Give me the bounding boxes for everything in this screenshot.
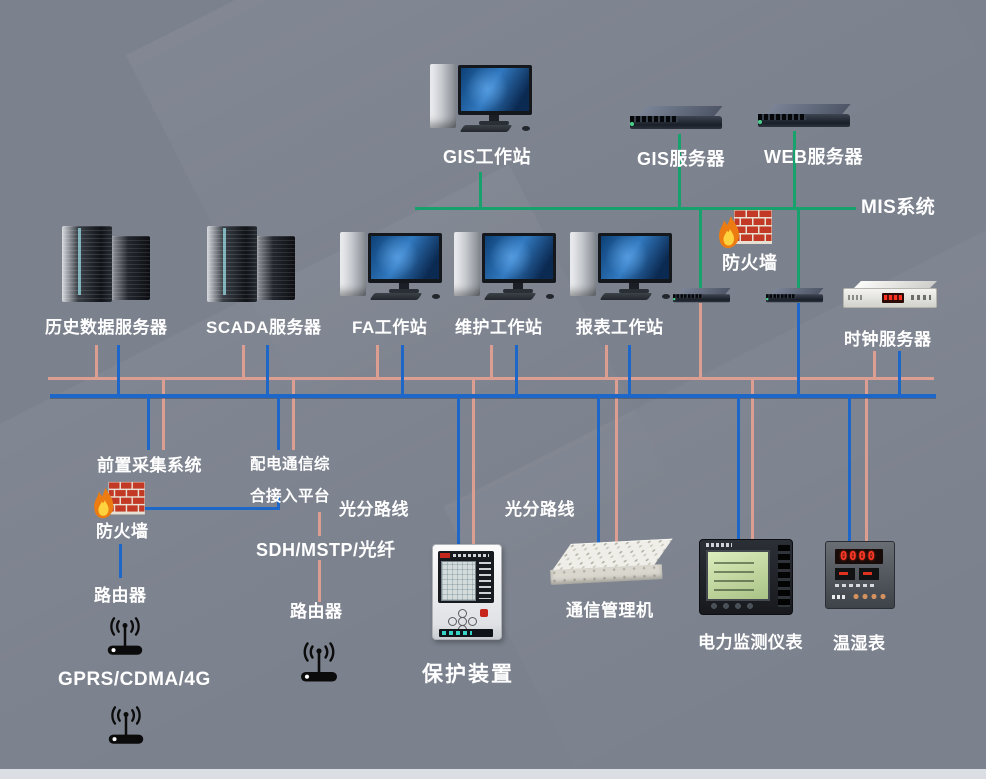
connection-line <box>848 398 851 543</box>
connection-line <box>401 345 404 395</box>
label-gis-workstation: GIS工作站 <box>443 147 532 167</box>
connection-line <box>515 345 518 395</box>
label-comm-manager: 通信管理机 <box>566 601 654 620</box>
lan-switch-icon <box>766 288 824 303</box>
mis-bus-green <box>415 207 856 210</box>
keyboard <box>459 125 513 132</box>
platform-firewall-link <box>277 496 280 510</box>
label-temp-meter: 温湿表 <box>833 634 886 653</box>
label-firewall-top: 防火墙 <box>722 253 778 273</box>
label-protection-device: 保护装置 <box>422 663 514 686</box>
label-power-meter: 电力监测仪表 <box>698 633 803 652</box>
firewall-icon <box>94 481 145 519</box>
link-switch-left <box>699 209 702 291</box>
connection-line <box>472 380 475 545</box>
protection-device-icon <box>432 544 502 640</box>
connection-line <box>147 398 150 450</box>
power-meter-icon <box>699 539 793 615</box>
wireless-router-icon <box>107 617 143 655</box>
gis-server-icon <box>630 106 723 130</box>
bus-orange <box>48 377 934 380</box>
monitor <box>458 65 532 115</box>
firewall-router-link <box>119 544 122 578</box>
background-streak <box>126 0 986 430</box>
wireless-router-icon <box>301 642 337 682</box>
label-report-workstation: 报表工作站 <box>576 318 664 337</box>
connection-line <box>277 398 280 450</box>
connection-line <box>615 380 618 545</box>
label-mis-system: MIS系统 <box>861 197 936 218</box>
connection-line <box>605 345 608 378</box>
bus-blue <box>50 394 936 398</box>
label-gprs: GPRS/CDMA/4G <box>58 669 211 690</box>
link-switch-right <box>797 209 800 291</box>
report-workstation-icon <box>568 230 674 302</box>
connection-line <box>873 351 876 378</box>
connection-line <box>751 380 754 540</box>
label-clock-server: 时钟服务器 <box>844 330 932 349</box>
connection-line <box>628 345 631 395</box>
maintenance-workstation-icon <box>452 230 558 302</box>
label-maintenance-workstation: 维护工作站 <box>455 318 543 337</box>
platform-firewall-link <box>144 507 280 510</box>
connection-line <box>797 303 800 395</box>
label-router-left: 路由器 <box>94 586 147 605</box>
connection-line <box>490 345 493 378</box>
connection-line <box>457 398 460 545</box>
label-gis-server: GIS服务器 <box>637 149 726 169</box>
lan-switch-icon <box>673 288 731 303</box>
connection-line <box>898 351 901 395</box>
gis-workstation-icon <box>428 62 534 134</box>
mouse <box>522 126 530 131</box>
connection-line <box>292 380 295 450</box>
link-gis-server <box>678 134 681 209</box>
label-front-acquisition: 前置采集系统 <box>97 456 202 475</box>
connection-line <box>117 345 120 395</box>
firewall-icon <box>719 210 772 248</box>
label-sdh: SDH/MSTP/光纤 <box>256 540 396 560</box>
connection-line <box>162 380 165 450</box>
connection-line <box>737 398 740 540</box>
label-dist-comm-platform: 配电通信综 合接入平台 <box>250 456 331 505</box>
fa-workstation-icon <box>338 230 444 302</box>
label-web-server: WEB服务器 <box>764 147 863 167</box>
sdh-line <box>318 512 321 536</box>
label-scada-server: SCADA服务器 <box>206 318 322 337</box>
label-history-server: 历史数据服务器 <box>45 318 168 337</box>
connection-line <box>376 345 379 378</box>
history-server-icon <box>62 226 158 304</box>
connection-line <box>865 380 868 542</box>
led-display: 0000 <box>835 549 883 564</box>
web-server-icon <box>758 104 851 128</box>
label-fa-workstation: FA工作站 <box>352 318 428 337</box>
connection-line <box>95 345 98 378</box>
footer-strip <box>0 769 986 779</box>
label-firewall-bottom: 防火墙 <box>96 522 149 541</box>
connection-line <box>597 398 600 548</box>
sdh-line <box>318 560 321 602</box>
pc-tower <box>430 64 456 128</box>
connection-line <box>266 345 269 395</box>
temp-humidity-meter-icon: 0000 <box>825 541 895 609</box>
comm-manager-icon <box>549 538 673 597</box>
connection-line <box>242 345 245 378</box>
wireless-router-icon <box>108 706 144 744</box>
label-optical-splitter-right: 光分路线 <box>505 500 575 519</box>
clock-server-icon <box>843 281 937 308</box>
label-optical-splitter-left: 光分路线 <box>339 500 409 519</box>
link-gis-workstation <box>479 172 482 208</box>
scada-server-icon <box>207 226 303 304</box>
connection-line <box>699 303 702 378</box>
label-router-mid: 路由器 <box>290 602 343 621</box>
link-web-server <box>793 131 796 209</box>
